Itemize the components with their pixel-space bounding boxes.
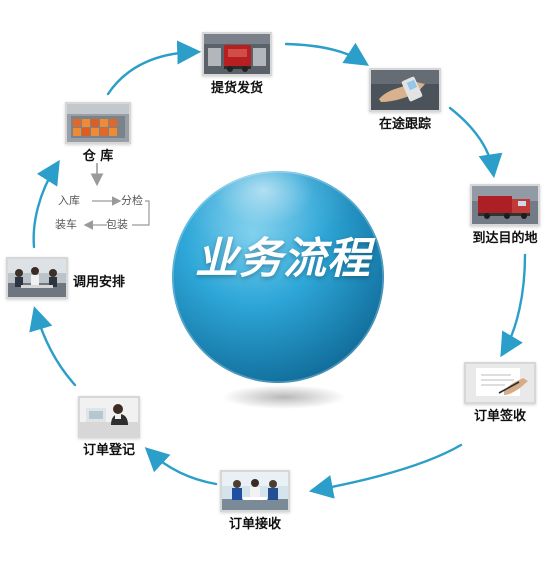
team-discussion-icon <box>220 470 290 512</box>
sphere-gloss <box>189 167 355 283</box>
warehouse-subflow-connector <box>132 200 150 226</box>
step-order-sign: 订单签收 <box>464 362 536 424</box>
arrow-dispatch-to-warehouse <box>32 159 60 249</box>
step-register-label: 订单登记 <box>82 443 135 458</box>
step-tracking-label: 在途跟踪 <box>378 117 431 132</box>
sphere-rim <box>172 171 384 383</box>
arrow-warehouse-to-pickup <box>106 40 202 96</box>
arrow-register-to-dispatch <box>29 306 77 387</box>
truck-icon <box>470 184 540 226</box>
step-in-transit-tracking: 在途跟踪 <box>369 68 441 132</box>
arrow-sign-to-receive <box>308 443 463 499</box>
center-title: 业务流程 <box>195 234 371 284</box>
warehouse-substep-inbound: 入库 <box>58 194 80 207</box>
step-dispatch <box>6 257 68 299</box>
step-warehouse-label: 仓 库 <box>82 149 114 164</box>
step-pickup-label: 提货发货 <box>210 81 263 96</box>
meeting-icon <box>6 257 68 299</box>
step-warehouse: 仓 库 <box>65 102 131 164</box>
step-arrive-destination: 到达目的地 <box>470 184 540 246</box>
computer-desk-icon <box>78 396 140 438</box>
warehouse-substep-sort: 分检 <box>121 194 143 207</box>
step-arrive-label: 到达目的地 <box>472 231 538 246</box>
truck-warehouse-icon <box>202 32 272 76</box>
warehouse-substep-load: 装车 <box>55 218 77 231</box>
document-signing-icon <box>464 362 536 404</box>
step-dispatch-label: 调用安排 <box>73 275 126 290</box>
arrow-receive-to-register <box>144 447 218 486</box>
step-order-receive: 订单接收 <box>220 470 290 532</box>
step-sign-label: 订单签收 <box>473 409 526 424</box>
warehouse-substep-pack: 包装 <box>106 218 128 231</box>
arrow-pickup-to-track <box>284 42 370 66</box>
step-receive-label: 订单接收 <box>228 517 281 532</box>
warehouse-shelves-icon <box>65 102 131 144</box>
arrow-arrive-to-sign <box>500 253 527 358</box>
arrow-track-to-arrive <box>448 106 503 179</box>
step-order-register: 订单登记 <box>78 396 140 458</box>
sphere-shadow <box>222 385 346 409</box>
step-pickup-delivery: 提货发货 <box>202 32 272 96</box>
mobile-phone-icon <box>369 68 441 112</box>
